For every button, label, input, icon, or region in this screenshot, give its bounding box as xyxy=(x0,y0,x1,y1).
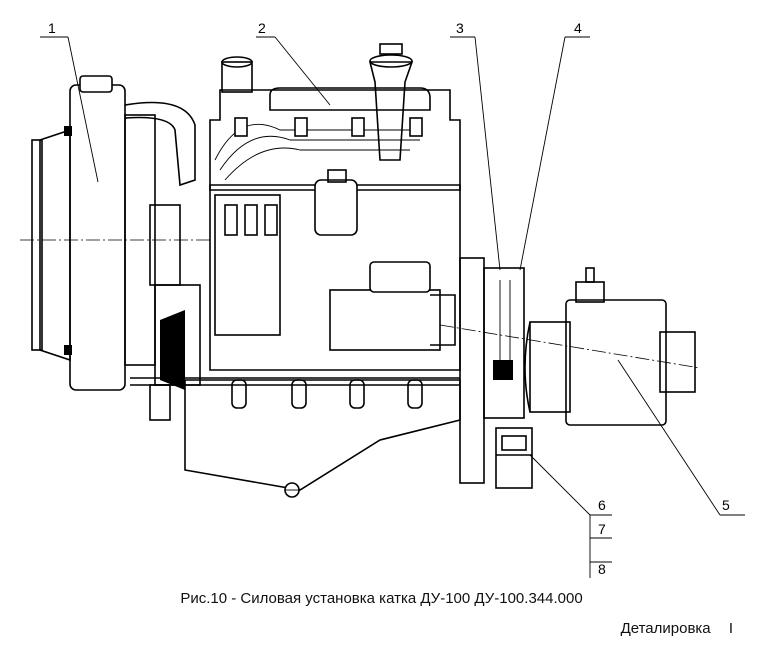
footer: Деталировка I xyxy=(621,620,733,637)
engine-drawing: 1 2 3 4 5 6 7 8 xyxy=(20,20,745,578)
callout-3: 3 xyxy=(456,20,464,36)
figure-caption: Рис.10 - Силовая установка катка ДУ-100 … xyxy=(180,590,583,607)
callout-1: 1 xyxy=(48,20,56,36)
footer-label: Деталировка xyxy=(620,620,711,637)
leader-lines xyxy=(40,36,745,578)
callout-5: 5 xyxy=(722,497,730,513)
callout-6: 6 xyxy=(598,497,606,513)
footer-mark: I xyxy=(728,620,733,637)
callout-8: 8 xyxy=(598,561,606,577)
callout-4: 4 xyxy=(574,20,582,36)
gearbox xyxy=(524,267,696,426)
engine-block xyxy=(124,43,461,498)
flywheel-housing xyxy=(459,257,533,489)
radiator-assembly xyxy=(31,75,181,391)
callout-7: 7 xyxy=(598,521,606,537)
callout-2: 2 xyxy=(258,20,266,36)
